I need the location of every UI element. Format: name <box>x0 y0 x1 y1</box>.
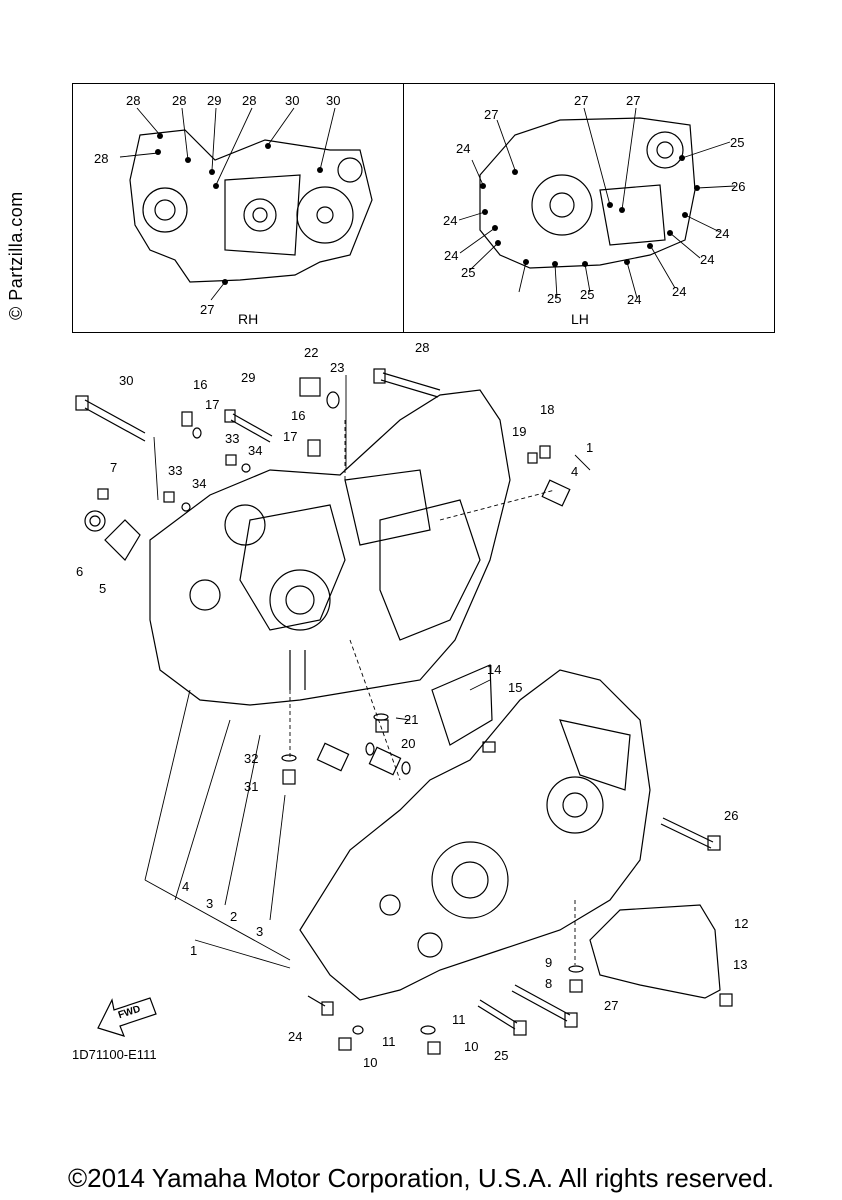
right-crankcase-half <box>149 389 511 706</box>
callout-number: 31 <box>244 779 259 794</box>
lh-inset-panel <box>403 83 775 333</box>
callout-number: 3 <box>206 896 214 911</box>
callout-number: 28 <box>172 93 187 108</box>
callout-number: 28 <box>415 340 430 355</box>
callout-number: 16 <box>193 377 208 392</box>
callout-number: 5 <box>99 581 107 596</box>
callout-number: 27 <box>200 302 215 317</box>
callout-number: 21 <box>404 712 419 727</box>
fastener-dots <box>155 133 700 285</box>
callout-number: 4 <box>571 464 579 479</box>
callout-number: 24 <box>672 284 687 299</box>
callout-number: 33 <box>168 463 183 478</box>
callout-number: 34 <box>248 443 263 458</box>
callout-number: 26 <box>724 808 739 823</box>
callout-number: 25 <box>547 291 562 306</box>
callout-number: 14 <box>487 662 502 677</box>
bolts <box>75 368 721 1036</box>
rh-panel-label: RH <box>238 311 259 327</box>
callout-number: 30 <box>326 93 341 108</box>
callout-number: 3 <box>256 924 264 939</box>
callout-number: 27 <box>574 93 589 108</box>
callout-number: 24 <box>627 292 642 307</box>
callout-number: 20 <box>401 736 416 751</box>
rh-crankcase-outline <box>129 129 373 283</box>
callout-number: 22 <box>304 345 319 360</box>
callout-number: 6 <box>76 564 84 579</box>
callout-number: 18 <box>540 402 555 417</box>
callout-number: 24 <box>700 252 715 267</box>
callout-number: 10 <box>464 1039 479 1054</box>
callout-number: 24 <box>443 213 458 228</box>
diagram-code: 1D71100-E111 <box>72 1047 157 1062</box>
callout-number: 25 <box>730 135 745 150</box>
callout-number: 17 <box>283 429 298 444</box>
callout-number: 1 <box>190 943 198 958</box>
small-parts <box>84 377 733 1055</box>
callout-number: 28 <box>94 151 109 166</box>
callout-number: 13 <box>733 957 748 972</box>
callout-number: 34 <box>192 476 207 491</box>
callout-number: 29 <box>241 370 256 385</box>
callout-number: 11 <box>452 1012 466 1027</box>
callout-number: 8 <box>545 976 553 991</box>
callout-number: 29 <box>207 93 222 108</box>
callout-number: 15 <box>508 680 523 695</box>
callout-number: 27 <box>604 998 619 1013</box>
callout-number: 25 <box>494 1048 509 1063</box>
callout-number: 27 <box>626 93 641 108</box>
callout-number: 9 <box>545 955 553 970</box>
callout-number: 1 <box>586 440 594 455</box>
fwd-arrow-icon <box>97 997 157 1037</box>
callout-number: 28 <box>242 93 257 108</box>
partzilla-watermark: © Partzilla.com <box>6 191 26 320</box>
callout-number: 11 <box>382 1034 396 1049</box>
callout-number: 16 <box>291 408 306 423</box>
callout-number: 24 <box>288 1029 303 1044</box>
callout-number: 27 <box>484 107 499 122</box>
copyright-notice: ©2014 Yamaha Motor Corporation, U.S.A. A… <box>67 1163 775 1193</box>
callout-number: 24 <box>456 141 471 156</box>
callout-number: 28 <box>126 93 141 108</box>
callout-number: 24 <box>444 248 459 263</box>
callout-number: 30 <box>285 93 300 108</box>
callout-number: 2 <box>230 909 238 924</box>
callout-number: 25 <box>461 265 476 280</box>
lh-crankcase-outline <box>479 117 696 269</box>
callout-number: 10 <box>363 1055 378 1070</box>
callout-number: 4 <box>182 879 190 894</box>
callout-number: 23 <box>330 360 345 375</box>
callout-number: 26 <box>731 179 746 194</box>
callout-number: 12 <box>734 916 749 931</box>
callout-number: 17 <box>205 397 220 412</box>
left-crankcase-half <box>299 669 651 1001</box>
callout-number: 33 <box>225 431 240 446</box>
callout-number: 24 <box>715 226 730 241</box>
callout-number: 7 <box>110 460 118 475</box>
callout-number: 30 <box>119 373 134 388</box>
callout-number: 19 <box>512 424 527 439</box>
lh-panel-label: LH <box>571 311 589 327</box>
callout-number: 32 <box>244 751 259 766</box>
callout-number: 25 <box>580 287 595 302</box>
